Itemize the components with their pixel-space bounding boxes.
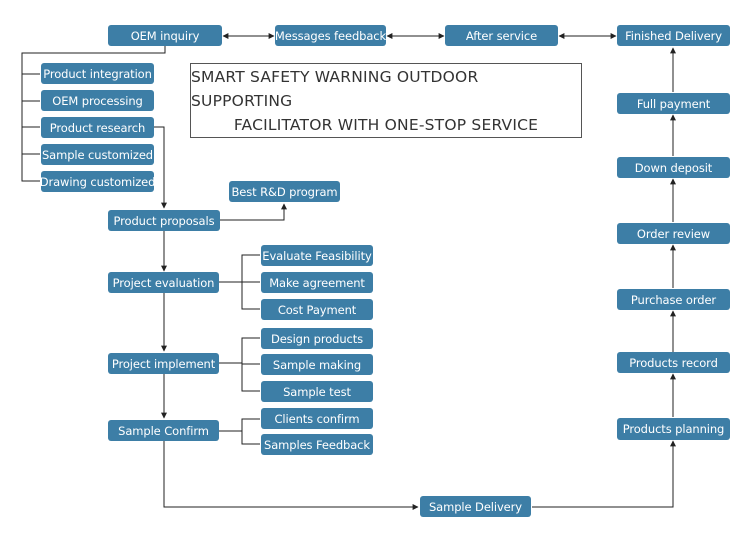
node-sample-delivery: Sample Delivery <box>420 496 531 517</box>
arrow-proposals-best-rd <box>220 203 287 221</box>
node-finished-delivery: Finished Delivery <box>617 25 730 46</box>
node-evaluate-feasibility: Evaluate Feasibility <box>261 245 373 266</box>
node-purchase-order: Purchase order <box>617 289 730 310</box>
bracket-inquiry-options <box>21 46 166 182</box>
node-design-products: Design products <box>261 328 373 349</box>
arrow-research-proposals <box>154 126 167 209</box>
node-down-deposit: Down deposit <box>617 157 730 178</box>
node-products-record: Products record <box>617 352 730 373</box>
node-make-agreement: Make agreement <box>261 272 373 293</box>
node-drawing-customized: Drawing customized <box>40 171 155 192</box>
node-after-service: After service <box>445 25 558 46</box>
node-best-rd-program: Best R&D program <box>229 181 340 202</box>
node-order-review: Order review <box>617 223 730 244</box>
arrow-confirm-delivery <box>163 441 419 510</box>
node-sample-making: Sample making <box>261 354 373 375</box>
node-sample-confirm: Sample Confirm <box>108 420 219 441</box>
diagram-title: SMART SAFETY WARNING OUTDOOR SUPPORTING … <box>190 63 582 138</box>
node-messages-feedback: Messages feedback <box>275 25 386 46</box>
node-project-implement: Project implement <box>108 353 219 374</box>
node-sample-test: Sample test <box>261 381 373 402</box>
node-clients-confirm: Clients confirm <box>261 408 373 429</box>
node-product-research: Product research <box>41 117 154 138</box>
node-project-evaluation: Project evaluation <box>108 272 219 293</box>
node-sample-customized: Sample customized <box>41 144 154 165</box>
node-oem-processing: OEM processing <box>41 90 154 111</box>
title-line-2: FACILITATOR WITH ONE-STOP SERVICE <box>233 115 539 134</box>
arrow-delivery-planning <box>532 440 676 508</box>
node-product-proposals: Product proposals <box>108 210 220 231</box>
node-full-payment: Full payment <box>617 93 730 114</box>
title-line-1: SMART SAFETY WARNING OUTDOOR SUPPORTING <box>191 67 479 110</box>
node-product-integration: Product integration <box>41 63 154 84</box>
node-products-planning: Products planning <box>617 418 730 440</box>
node-samples-feedback: Samples Feedback <box>261 434 373 455</box>
bracket-confirm <box>241 418 260 445</box>
node-cost-payment: Cost Payment <box>261 299 373 320</box>
node-oem-inquiry: OEM inquiry <box>108 25 222 46</box>
